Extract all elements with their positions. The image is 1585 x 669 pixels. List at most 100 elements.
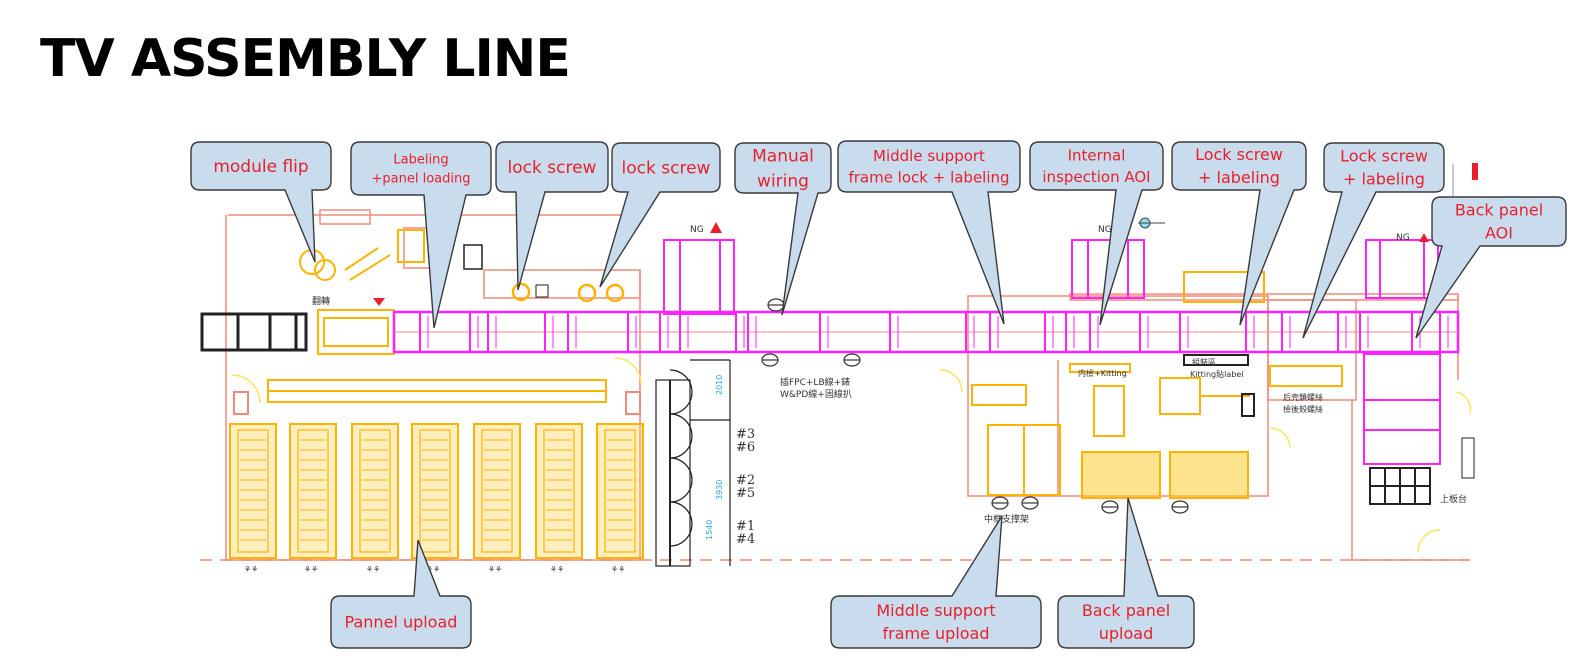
callout-label: Manual	[752, 147, 814, 167]
cad-label-upper-board: 上板台	[1440, 493, 1467, 505]
panel-cart: ⚘⚘	[351, 423, 399, 574]
callout-label: +panel loading	[372, 171, 471, 186]
callout-label: upload	[1099, 624, 1154, 643]
cad-label-kitting-label: Kitting貼label	[1190, 369, 1243, 379]
callout-bubble	[350, 141, 492, 329]
dimension-label: 3930	[715, 480, 724, 500]
operator-positions	[761, 298, 1189, 514]
floor-plan: 翻轉 ⚘⚘ ⚘⚘ ⚘⚘ ⚘⚘ ⚘⚘ ⚘⚘ ⚘⚘	[200, 163, 1478, 574]
callout-labeling-panel-loading: Labeling +panel loading	[350, 141, 492, 329]
callout-bubble	[1057, 497, 1195, 649]
panel-cart: ⚘⚘	[411, 423, 459, 574]
callout-lock-screw-2: lock screw	[599, 142, 721, 288]
cart-wheel-mark: ⚘⚘	[244, 565, 258, 574]
operator-icon	[991, 496, 1009, 510]
callout-back-panel-upload: Back panel upload	[1057, 497, 1195, 649]
operator-icon	[761, 353, 779, 367]
cad-label-back-shell-2: 檢後殼螺絲	[1283, 404, 1323, 414]
callout-bubble	[330, 539, 472, 649]
right-equipment	[971, 271, 1343, 499]
wiring-note-line2: W&PD線+固線扒	[780, 388, 852, 400]
cad-label-turnover: 翻轉	[312, 295, 330, 307]
callout-label: + labeling	[1198, 168, 1280, 187]
callout-bubble	[830, 515, 1042, 649]
callout-bubble	[734, 142, 832, 316]
cad-label-internal-kitting: 内檢+Kitting	[1078, 368, 1127, 378]
callout-bubble	[1029, 141, 1164, 326]
callout-label: Middle support	[873, 147, 985, 165]
panel-cart: ⚘⚘	[535, 423, 583, 574]
callout-internal-inspection-aoi: Internal inspection AOI	[1029, 141, 1164, 326]
callout-label: Labeling	[393, 153, 448, 168]
dimension-label: 1540	[705, 520, 714, 540]
callout-label: Lock screw	[1195, 145, 1283, 164]
station-number: #2	[736, 473, 755, 488]
station-number: #6	[736, 440, 755, 455]
cart-wheel-mark: ⚘⚘	[304, 565, 318, 574]
page-title: TV ASSEMBLY LINE	[40, 29, 571, 89]
ng-labels: NG NG NG	[690, 225, 1410, 243]
cart-wheel-mark: ⚘⚘	[366, 565, 380, 574]
ng-label: NG	[1396, 233, 1410, 243]
ng-label: NG	[1098, 225, 1112, 235]
operator-icon	[1101, 500, 1119, 514]
cad-label-kitting-area: 組裝區	[1192, 357, 1216, 367]
callout-lock-screw-labeling-2: Lock screw + labeling	[1302, 142, 1445, 339]
callout-label: frame lock + labeling	[848, 169, 1009, 187]
callouts: module flip Labeling +panel loading lock sc…	[190, 140, 1567, 649]
ng-warning-markers	[373, 222, 1429, 306]
callout-label: Middle support	[876, 601, 995, 620]
callout-label: lock screw	[508, 158, 597, 178]
panel-cart: ⚘⚘	[596, 423, 644, 574]
main-conveyor	[392, 310, 1460, 354]
callout-pannel-upload: Pannel upload	[330, 539, 472, 649]
callout-label: wiring	[757, 171, 809, 191]
callout-label: Pannel upload	[345, 613, 458, 632]
screw-robots	[463, 244, 625, 303]
panel-gantry	[233, 379, 641, 415]
callout-bubble	[190, 141, 332, 263]
door-swings	[231, 357, 1472, 553]
callout-bubble	[1415, 196, 1567, 339]
callout-lock-screw-labeling-1: Lock screw + labeling	[1171, 141, 1307, 326]
callout-label: Lock screw	[1340, 147, 1428, 166]
callout-bubble	[495, 141, 609, 291]
right-racks-black	[1183, 354, 1475, 505]
wiring-racks	[655, 359, 731, 567]
entry-rack	[200, 312, 308, 352]
station-number: #3	[736, 427, 755, 442]
callout-lock-screw-1: lock screw	[495, 141, 609, 291]
callout-module-flip: module flip	[190, 141, 332, 263]
callout-label: Back panel	[1082, 601, 1170, 620]
operator-icon	[1021, 496, 1039, 510]
callout-label: lock screw	[622, 158, 711, 178]
station-number: #1	[736, 519, 755, 534]
panel-cart: ⚘⚘	[229, 423, 277, 574]
panel-carts: ⚘⚘ ⚘⚘ ⚘⚘ ⚘⚘ ⚘⚘ ⚘⚘ ⚘⚘	[229, 423, 644, 574]
station-number: #5	[736, 486, 755, 501]
module-flip-robot	[299, 229, 425, 355]
callout-bubble	[1171, 141, 1307, 326]
cart-wheel-mark: ⚘⚘	[611, 565, 625, 574]
dimension-labels: 2010 3930 1540	[705, 375, 724, 540]
callout-label: inspection AOI	[1042, 168, 1150, 186]
callout-label: module flip	[213, 157, 308, 177]
station-numbers: #3 #6 #2 #5 #1 #4	[736, 427, 755, 547]
ng-label: NG	[690, 225, 704, 235]
station-number: #4	[736, 532, 755, 547]
dimension-label: 2010	[715, 375, 724, 395]
wiring-note-line1: 插FPC+LB線+錶	[780, 376, 850, 388]
callout-label: AOI	[1485, 224, 1513, 243]
callout-manual-wiring: Manual wiring	[734, 142, 832, 316]
cart-wheel-mark: ⚘⚘	[426, 565, 440, 574]
callout-bubble	[1302, 142, 1445, 339]
cart-wheel-mark: ⚘⚘	[488, 565, 502, 574]
panel-cart: ⚘⚘	[473, 423, 521, 574]
callout-label: Internal	[1068, 146, 1126, 164]
callout-label: + labeling	[1343, 170, 1425, 189]
callout-label: Back panel	[1455, 201, 1543, 220]
operator-icon	[843, 353, 861, 367]
